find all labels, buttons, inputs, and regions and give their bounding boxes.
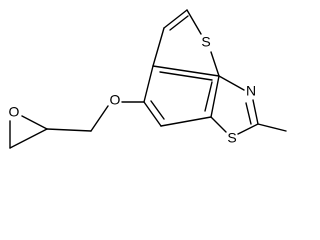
bond-thiophene-c2-c1 xyxy=(163,9,188,29)
bond-thiazole-c8a-n xyxy=(218,75,245,91)
bond-ch2-epoxide-c xyxy=(46,128,92,132)
bond-thiophene-s-c7a xyxy=(210,51,220,77)
bond-epoxide-c-o xyxy=(21,115,48,130)
bond-ether-o-ch2 xyxy=(90,105,109,132)
bond-epoxide-c-c xyxy=(9,128,48,149)
bond-benzene-c3a-c7a-double xyxy=(159,71,213,81)
canvas-background xyxy=(0,0,304,172)
bond-benzene-c5a-c8a-double xyxy=(204,81,213,112)
bond-thiophene-c1-s xyxy=(186,9,202,35)
atom-thiazole-sulfur: S xyxy=(227,130,236,146)
bond-benzene-c3a-c4 xyxy=(143,65,154,103)
bond-benzene-c4-c5 xyxy=(143,101,162,127)
bond-benzene-c3a-c7a xyxy=(152,65,220,77)
atom-thiazole-nitrogen: N xyxy=(246,83,256,99)
bond-benzene-c4-c5-double xyxy=(150,100,165,120)
atom-epoxide-oxygen: O xyxy=(9,104,20,120)
bond-thiazole-s-c5a xyxy=(210,116,227,133)
chemical-structure: S O O N S xyxy=(0,0,304,172)
bond-thiophene-c2-c1-double xyxy=(169,15,189,31)
bond-benzene-c5a-c8a xyxy=(210,75,220,118)
bond-thiazole-n-c2 xyxy=(252,99,259,125)
atom-ether-oxygen: O xyxy=(110,92,121,108)
atom-thiophene-sulfur: S xyxy=(201,34,210,50)
bond-thiazole-n-c2-double xyxy=(245,102,252,125)
bond-thiazole-c2-s xyxy=(237,123,259,135)
bond-methyl xyxy=(257,123,287,132)
bond-thiophene-c3-c2 xyxy=(152,27,165,67)
bond-benzene-c5-c5a xyxy=(160,116,212,127)
